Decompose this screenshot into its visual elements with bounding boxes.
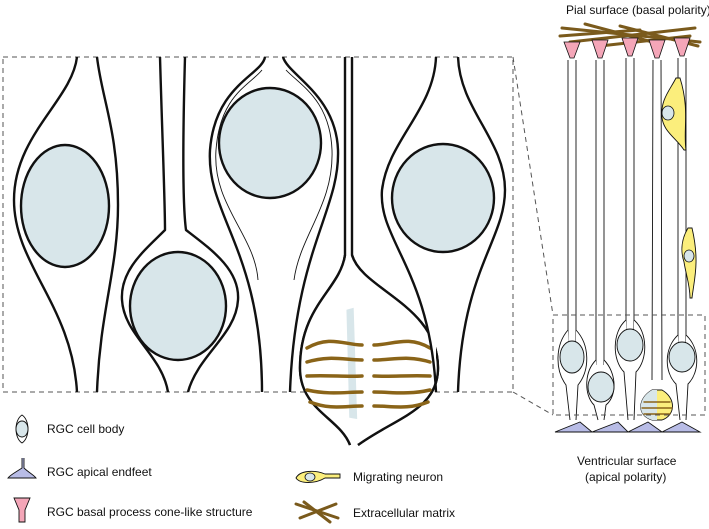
overview-zoom-region <box>552 314 706 416</box>
legend-migrating-neuron: Migrating neuron <box>295 470 443 484</box>
legend-basal-cone-text: RGC basal process cone-like structure <box>47 505 253 519</box>
overview-migrating-neurons <box>661 77 697 299</box>
migrating-neuron-icon <box>295 470 341 483</box>
apical-endfeet-row <box>554 421 702 433</box>
basal-cone-icon <box>13 497 31 523</box>
legend-migrating-neuron-text: Migrating neuron <box>353 470 443 484</box>
legend-rgc-cell-body: RGC cell body <box>15 414 124 444</box>
zoomed-rgc-cell-5 <box>380 56 507 393</box>
dividing-cell-spindle-fibers <box>305 339 432 409</box>
pial-extracellular-matrix <box>558 22 702 48</box>
legend-rgc-apical-endfeet: RGC apical endfeet <box>7 458 152 479</box>
legend-rgc-basal-cone: RGC basal process cone-like structure <box>13 497 253 523</box>
ventricular-surface-label-line2: (apical polarity) <box>585 470 666 484</box>
overview-rgc-cell-bodies <box>557 319 698 421</box>
zoomed-cell-1-nucleus <box>19 143 111 269</box>
rgc-radial-fibers <box>567 58 687 381</box>
apical-endfeet-icon <box>7 458 37 479</box>
basal-cone-structures <box>563 37 691 59</box>
dividing-cell-outline <box>298 254 440 446</box>
zoom-connector-top <box>512 56 554 316</box>
legend-apical-endfeet-text: RGC apical endfeet <box>47 465 152 479</box>
legend-ecm-text: Extracellular matrix <box>353 506 455 520</box>
zoom-panel <box>2 56 554 446</box>
overview-panel: Pial surface (basal polarity) <box>552 3 709 484</box>
zoomed-cell-2-nucleus <box>128 250 228 362</box>
ventricular-surface-label-line1: Ventricular surface <box>577 454 677 468</box>
legend-extracellular-matrix: Extracellular matrix <box>294 500 455 524</box>
zoom-panel-frame <box>2 56 514 393</box>
zoom-connector-bottom <box>512 391 554 416</box>
zoomed-cell-5-nucleus <box>390 142 496 254</box>
zoomed-cell-3-nucleus <box>217 86 323 200</box>
legend-cell-body-text: RGC cell body <box>47 422 124 436</box>
pial-surface-label: Pial surface (basal polarity) <box>566 3 709 17</box>
extracellular-matrix-icon <box>294 500 340 524</box>
legend: RGC cell body RGC apical endfeet RGC bas… <box>7 414 455 524</box>
